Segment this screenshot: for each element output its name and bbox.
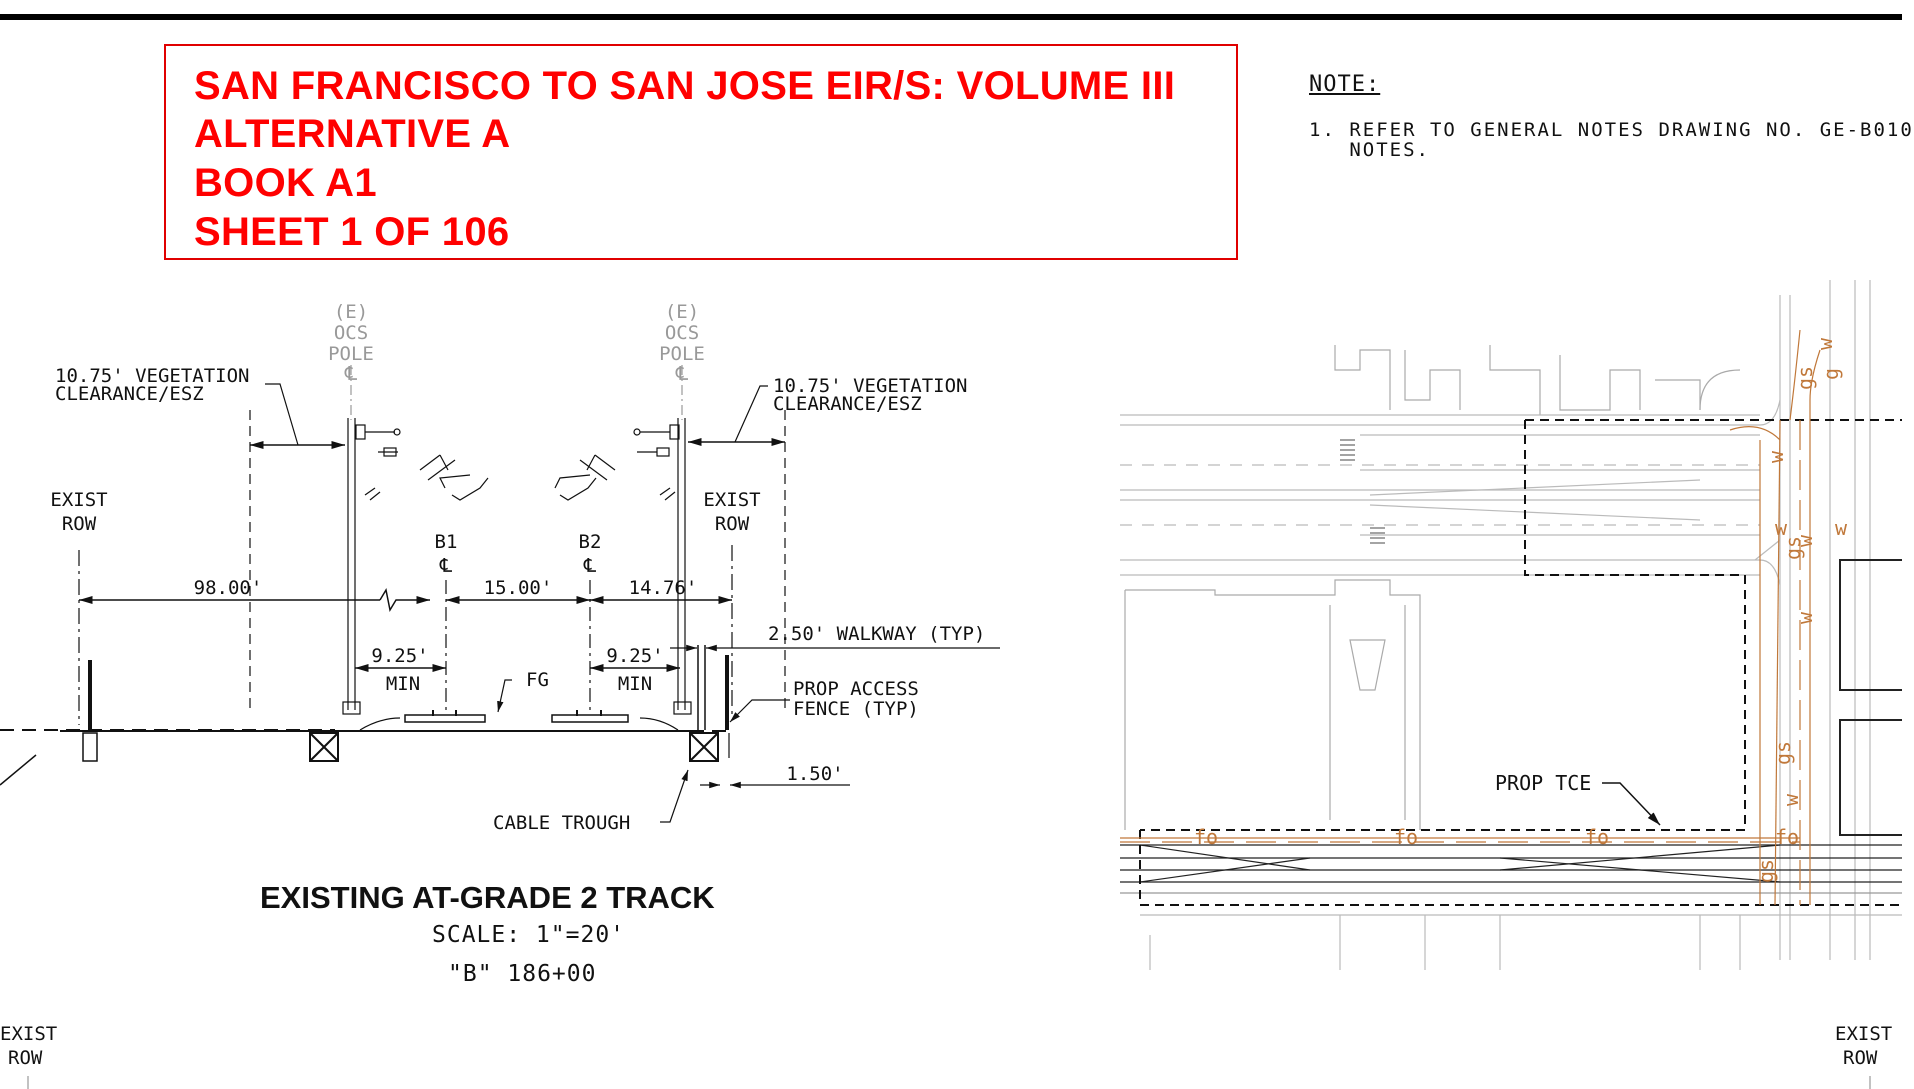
veg-left-label-2: CLEARANCE/ESZ (55, 383, 204, 405)
exist-row-left-2: ROW (62, 513, 97, 535)
utility-tag-water-4: w (1793, 611, 1817, 624)
section-scale: SCALE: 1"=20' (432, 922, 626, 948)
pole-left-label-2: OCS (334, 322, 368, 344)
note-text: REFER TO GENERAL NOTES DRAWING NO. GE-B0… (1349, 119, 1914, 141)
dim-98: 98.00' (194, 577, 263, 599)
title-line-book: BOOK A1 (194, 161, 377, 205)
pole-right-label-4: ℄ (675, 363, 689, 385)
cable-trough-right (689, 732, 719, 762)
utility-tag-gas-short: g (1819, 368, 1843, 380)
section-title: EXISTING AT-GRADE 2 TRACK (260, 880, 715, 915)
ocs-pole-left (342, 365, 401, 715)
veg-left-label-1: 10.75' VEGETATION (55, 365, 249, 387)
utility-tag-gas-1: gs (1793, 366, 1817, 390)
min-right-label: MIN (618, 673, 652, 695)
ocs-pole-right (633, 365, 692, 715)
section-station: "B" 186+00 (448, 961, 597, 987)
note-continuation: NOTES. (1349, 139, 1430, 161)
fence-label-2: FENCE (TYP) (793, 698, 919, 720)
veg-right-label-1: 10.75' VEGETATION (773, 375, 967, 397)
dim-1476: 14.76' (629, 577, 698, 599)
title-line-sheet: SHEET 1 OF 106 (194, 210, 510, 254)
exist-row-right-1: EXIST (703, 489, 760, 511)
pole-left-label-1: (E) (334, 301, 368, 323)
note-heading: NOTE: (1309, 72, 1381, 97)
note-item-1: 1. REFER TO GENERAL NOTES DRAWING NO. GE… (1309, 120, 1914, 160)
sheet-top-border (0, 14, 1902, 20)
utility-tag-water-3: w (1793, 534, 1817, 547)
utility-tag-fiber-2: fo (1394, 825, 1418, 849)
utility-tag-water-7: w (1835, 516, 1848, 540)
cantilever-right (554, 454, 676, 501)
bottom-exist-row-left-1: EXIST (0, 1023, 57, 1045)
dim-150: 1.50' (786, 763, 843, 785)
track-b2-cl: ℄ (583, 555, 597, 577)
cable-trough-label: CABLE TROUGH (493, 812, 630, 834)
fg-label: FG (526, 669, 549, 691)
utility-tag-gas-2: gs (1781, 536, 1805, 560)
utility-tag-fiber-1: fo (1194, 825, 1218, 849)
pole-left-label-3: POLE (328, 343, 374, 365)
utility-tag-water-1: w (1813, 337, 1837, 350)
pole-right-label-3: POLE (659, 343, 705, 365)
prop-tce-label: PROP TCE (1495, 771, 1591, 795)
exist-row-left-1: EXIST (50, 489, 107, 511)
bottom-exist-row-left-2: ROW (8, 1047, 43, 1069)
utility-tag-gas-3: gs (1771, 741, 1795, 765)
utility-tag-fiber-3: fo (1585, 825, 1609, 849)
cable-trough-left (309, 732, 339, 762)
min-left-value: 9.25' (371, 645, 428, 667)
bottom-exist-row-right-2: ROW (1843, 1047, 1878, 1069)
cantilever-left (364, 454, 489, 501)
utility-tag-water-6: w (1775, 516, 1788, 540)
utility-tag-water-5: w (1779, 793, 1803, 806)
dim-15: 15.00' (484, 577, 553, 599)
pole-right-label-2: OCS (665, 322, 699, 344)
track-b1-cl: ℄ (439, 555, 453, 577)
note-number: 1. (1309, 119, 1336, 141)
utility-tag-gas-4: gs (1754, 859, 1778, 883)
utility-tag-water-2: w (1764, 450, 1788, 463)
cross-section (0, 365, 1000, 823)
track-b1-label: B1 (435, 531, 458, 553)
pole-left-label-4: ℄ (344, 363, 358, 385)
track-b2-label: B2 (579, 531, 602, 553)
plan-view (1120, 280, 1902, 970)
pole-right-label-1: (E) (665, 301, 699, 323)
bottom-exist-row-right-1: EXIST (1835, 1023, 1892, 1045)
walkway-label: 2.50' WALKWAY (TYP) (768, 623, 985, 645)
fence-label-1: PROP ACCESS (793, 678, 919, 700)
title-line-alternative: ALTERNATIVE A (194, 112, 511, 156)
min-right-value: 9.25' (606, 645, 663, 667)
exist-row-right-2: ROW (715, 513, 750, 535)
title-block: SAN FRANCISCO TO SAN JOSE EIR/S: VOLUME … (164, 44, 1238, 260)
title-line-project: SAN FRANCISCO TO SAN JOSE EIR/S: VOLUME … (194, 64, 1176, 108)
min-left-label: MIN (386, 673, 420, 695)
veg-right-label-2: CLEARANCE/ESZ (773, 393, 922, 415)
utility-tag-fiber-4: fo (1775, 825, 1799, 849)
